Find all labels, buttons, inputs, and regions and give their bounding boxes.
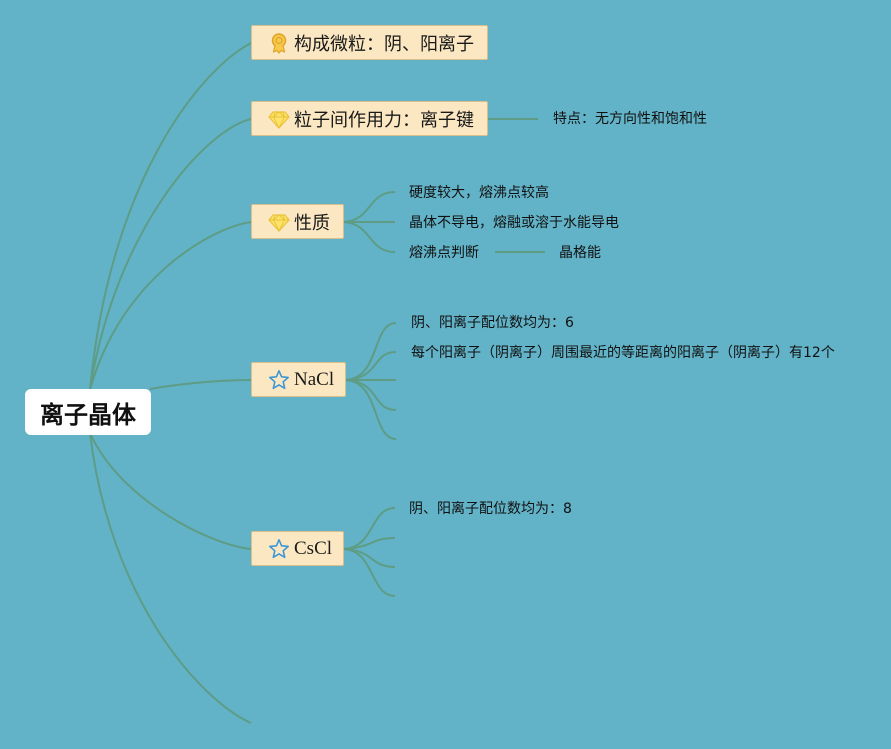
medal-icon	[268, 32, 290, 54]
leaf-property-hardness[interactable]: 硬度较大，熔沸点较高	[409, 185, 549, 201]
leaf-bond-feature[interactable]: 特点：无方向性和饱和性	[553, 111, 707, 127]
connector-root-empty-branch	[89, 432, 252, 724]
root-topic-label: 离子晶体	[40, 400, 136, 429]
star-outline-icon	[268, 369, 290, 391]
topic-properties[interactable]: 性质	[251, 204, 344, 239]
connector-nacl-4	[345, 379, 397, 411]
diamond-icon	[268, 108, 290, 130]
connector-root-topic-5	[89, 432, 252, 550]
star-outline-icon	[268, 538, 290, 560]
topic-label: 性质	[294, 212, 330, 234]
topic-label: 粒子间作用力：离子键	[294, 109, 474, 131]
leaf-nacl-coordination[interactable]: 阴、阳离子配位数均为：6	[411, 315, 574, 331]
root-topic[interactable]: 离子晶体	[25, 389, 151, 435]
topic-cscl[interactable]: CsCl	[251, 531, 344, 566]
connector-root-topic-1	[89, 42, 252, 391]
diamond-icon	[268, 211, 290, 233]
topic-label: 构成微粒：阴、阳离子	[294, 33, 474, 55]
connector-property-1	[343, 191, 396, 223]
connector-root-topic-2	[89, 118, 252, 391]
connector-cscl-2	[343, 537, 396, 550]
connector-root-topic-3	[89, 221, 252, 391]
connector-nacl-2	[345, 351, 397, 381]
connector-nacl-5	[345, 379, 397, 440]
topic-label: NaCl	[294, 368, 335, 390]
topic-nacl[interactable]: NaCl	[251, 362, 346, 397]
leaf-property-melting-point[interactable]: 熔沸点判断	[409, 245, 479, 261]
topic-label: CsCl	[294, 537, 333, 559]
leaf-property-conductivity[interactable]: 晶体不导电，熔融或溶于水能导电	[409, 215, 619, 231]
connector-property-3	[343, 221, 396, 253]
topic-interparticle-force[interactable]: 粒子间作用力：离子键	[251, 101, 488, 136]
connector-cscl-3	[343, 548, 396, 568]
connector-nacl-1	[345, 322, 397, 381]
leaf-cscl-coordination[interactable]: 阴、阳离子配位数均为：8	[409, 501, 572, 517]
connector-cscl-4	[343, 548, 396, 597]
connector-root-topic-4	[149, 379, 252, 390]
topic-constituent-particles[interactable]: 构成微粒：阴、阳离子	[251, 25, 488, 60]
leaf-nacl-nearest-neighbors[interactable]: 每个阳离子（阴离子）周围最近的等距离的阳离子（阴离子）有12个	[411, 345, 835, 361]
leaf-lattice-energy[interactable]: 晶格能	[559, 245, 601, 261]
